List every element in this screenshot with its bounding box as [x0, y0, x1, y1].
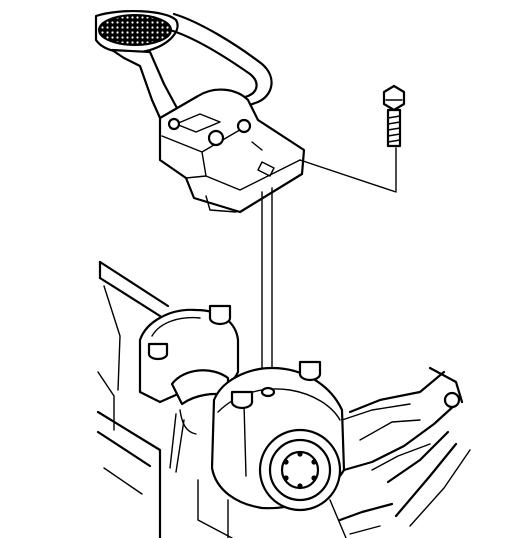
engine-block [96, 260, 471, 538]
pickup-tube-assembly [94, 9, 306, 214]
mounting-bolt [382, 84, 406, 148]
alignment-lines [261, 147, 397, 391]
pickup-screen-icon [98, 14, 172, 46]
crankshaft-bolt-holes [283, 451, 317, 489]
